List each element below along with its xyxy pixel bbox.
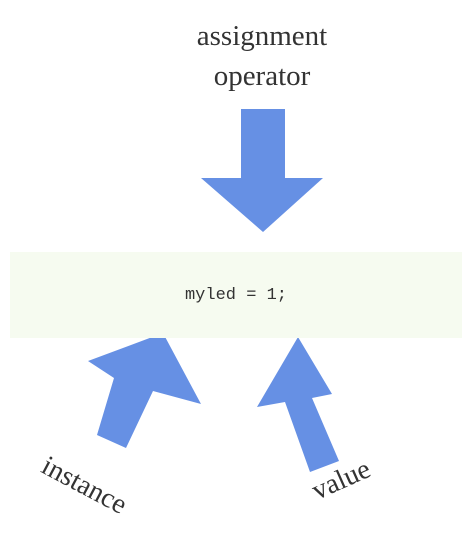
value-arrow-icon — [257, 337, 339, 472]
code-box: myled = 1; — [10, 252, 462, 338]
down-arrow-icon — [201, 109, 323, 232]
instance-arrow-icon — [88, 333, 201, 448]
assignment-operator-label-line1: assignment — [196, 20, 328, 52]
assignment-operator-label-line2: operator — [213, 60, 311, 92]
code-statement: myled = 1; — [184, 285, 288, 305]
